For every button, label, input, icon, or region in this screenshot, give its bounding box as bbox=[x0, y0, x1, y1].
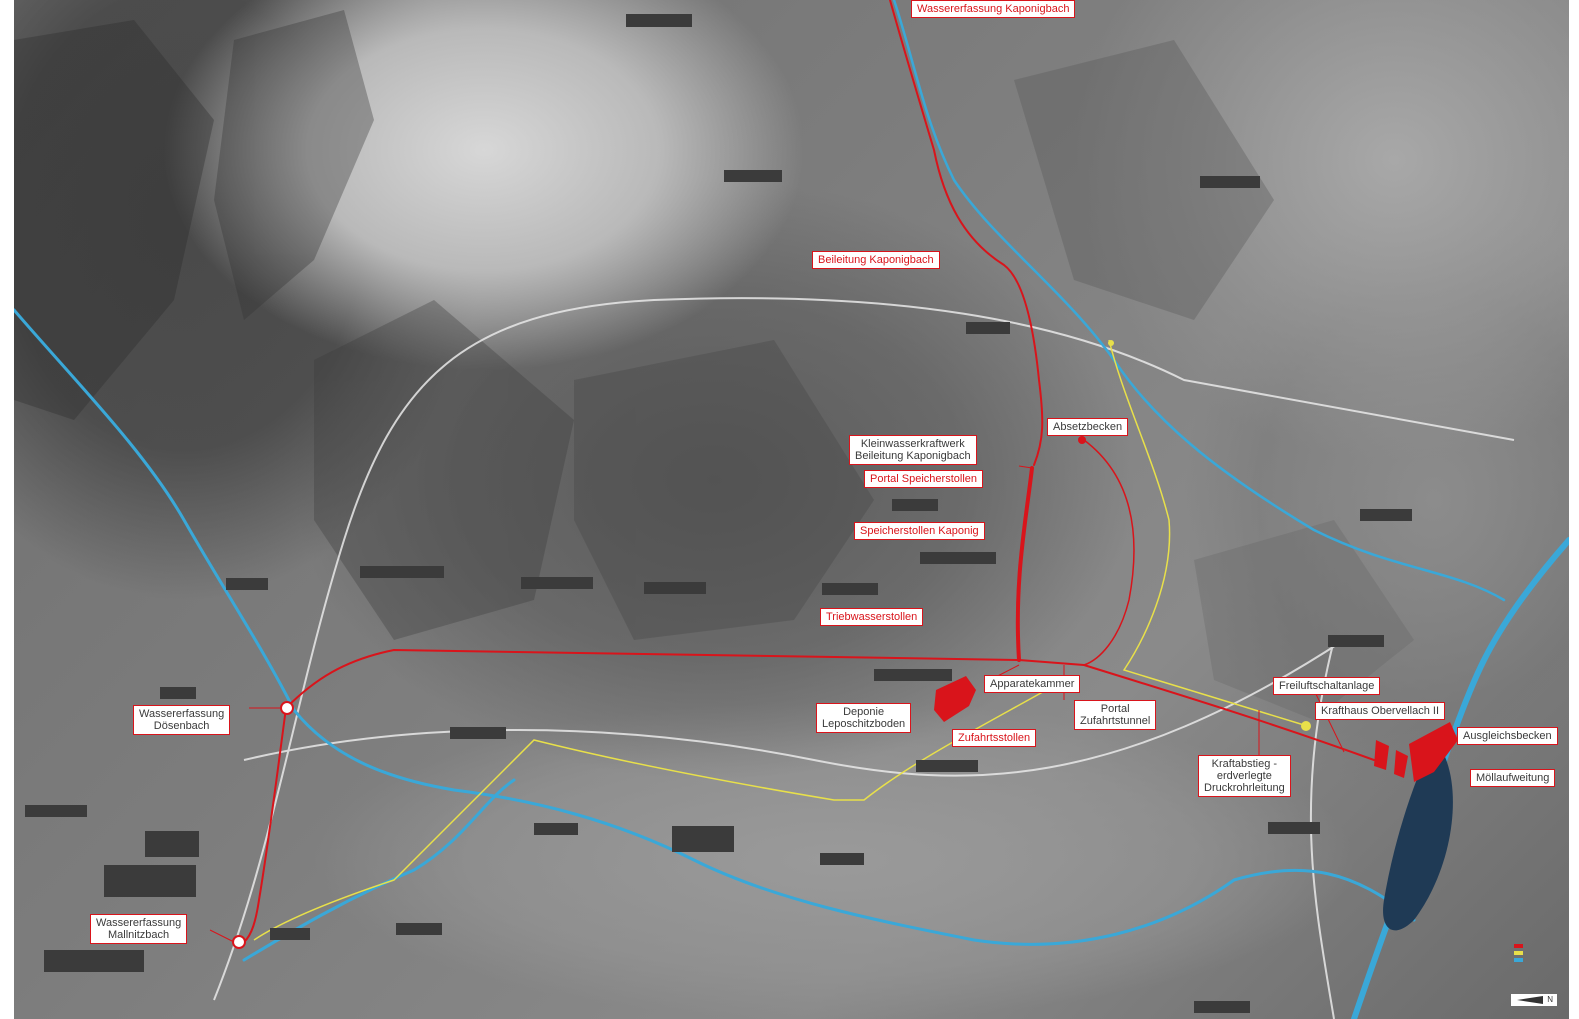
intake-mallnitzbach bbox=[232, 935, 246, 949]
label-kraftabstieg-line2: erdverlegte bbox=[1216, 770, 1272, 782]
label-wasserfassung-dosenbach-line2: Dösenbach bbox=[153, 720, 210, 732]
terrain-shading bbox=[14, 10, 1414, 720]
label-deponie[interactable]: Deponie Leposchitzboden bbox=[816, 703, 912, 733]
label-zufahrtsstollen[interactable]: Zufahrtsstollen bbox=[952, 729, 1037, 747]
label-moellaufweitung[interactable]: Möllaufweitung bbox=[1470, 769, 1556, 787]
label-absetzbecken[interactable]: Absetzbecken bbox=[1047, 418, 1129, 436]
ausgleichsbecken-area bbox=[1409, 722, 1458, 782]
power-point-1 bbox=[1108, 340, 1114, 346]
label-kleinwasserkraftwerk-line1: Kleinwasserkraftwerk bbox=[860, 438, 965, 450]
label-kraftabstieg-line3: Druckrohrleitung bbox=[1204, 782, 1285, 794]
label-kleinwasserkraftwerk-line2: Beileitung Kaponigbach bbox=[855, 450, 971, 462]
label-ausgleichsbecken[interactable]: Ausgleichsbecken bbox=[1457, 727, 1558, 745]
label-kleinwasserkraftwerk[interactable]: Kleinwasserkraftwerk Beileitung Kaponigb… bbox=[849, 435, 977, 465]
label-deponie-line2: Leposchitzboden bbox=[822, 718, 906, 730]
label-portal-zufahrtstunnel-line2: Zufahrtstunnel bbox=[1080, 715, 1151, 727]
label-portal-zufahrtstunnel-line1: Portal bbox=[1100, 703, 1130, 715]
label-portal-speicherstollen[interactable]: Portal Speicherstollen bbox=[864, 470, 984, 488]
legend-swatch-blue bbox=[1514, 958, 1523, 962]
map-view[interactable]: Wassererfassung Kaponigbach Beileitung K… bbox=[14, 0, 1569, 1019]
label-apparatekammer[interactable]: Apparatekammer bbox=[984, 675, 1081, 693]
legend-swatch-red bbox=[1514, 944, 1523, 948]
label-beileitung-kaponigbach[interactable]: Beileitung Kaponigbach bbox=[812, 251, 940, 269]
label-krafthaus[interactable]: Krafthaus Obervellach II bbox=[1315, 702, 1446, 720]
north-arrow-label: N bbox=[1547, 995, 1553, 1004]
map-overlay bbox=[14, 0, 1569, 1019]
label-wasserfassung-mallnitzbach[interactable]: Wassererfassung Mallnitzbach bbox=[90, 914, 188, 944]
label-portal-zufahrtstunnel[interactable]: Portal Zufahrtstunnel bbox=[1074, 700, 1157, 730]
north-arrow: N bbox=[1511, 994, 1557, 1006]
label-wasserfassung-dosenbach-line1: Wassererfassung bbox=[139, 708, 225, 720]
label-wasserfassung-kaponigbach[interactable]: Wassererfassung Kaponigbach bbox=[911, 0, 1076, 18]
label-deponie-line1: Deponie bbox=[843, 706, 885, 718]
absetzbecken-point bbox=[1078, 436, 1086, 444]
legend-swatch-yellow bbox=[1514, 951, 1523, 955]
krafthaus-area bbox=[1374, 740, 1408, 778]
label-wasserfassung-mallnitzbach-line1: Wassererfassung bbox=[96, 917, 182, 929]
north-arrow-icon bbox=[1517, 996, 1543, 1004]
moell-widening bbox=[1383, 740, 1453, 931]
label-kraftabstieg-line1: Kraftabstieg - bbox=[1211, 758, 1278, 770]
intake-dosenbach bbox=[280, 701, 294, 715]
label-speicherstollen-kaponig[interactable]: Speicherstollen Kaponig bbox=[854, 522, 985, 540]
roads bbox=[213, 297, 1515, 1019]
deponie-area bbox=[934, 676, 976, 722]
map-legend bbox=[1514, 938, 1566, 974]
place-tags bbox=[25, 14, 1412, 1013]
label-wasserfassung-mallnitzbach-line2: Mallnitzbach bbox=[108, 929, 170, 941]
label-triebwasserstollen[interactable]: Triebwasserstollen bbox=[820, 608, 924, 626]
label-kraftabstieg[interactable]: Kraftabstieg - erdverlegte Druckrohrleit… bbox=[1198, 755, 1291, 797]
leader-lines bbox=[209, 465, 1455, 943]
waterway-lines bbox=[243, 0, 1375, 943]
label-freiluftschaltanlage[interactable]: Freiluftschaltanlage bbox=[1273, 677, 1381, 695]
power-point-2 bbox=[1301, 721, 1311, 731]
label-wasserfassung-dosenbach[interactable]: Wassererfassung Dösenbach bbox=[133, 705, 231, 735]
